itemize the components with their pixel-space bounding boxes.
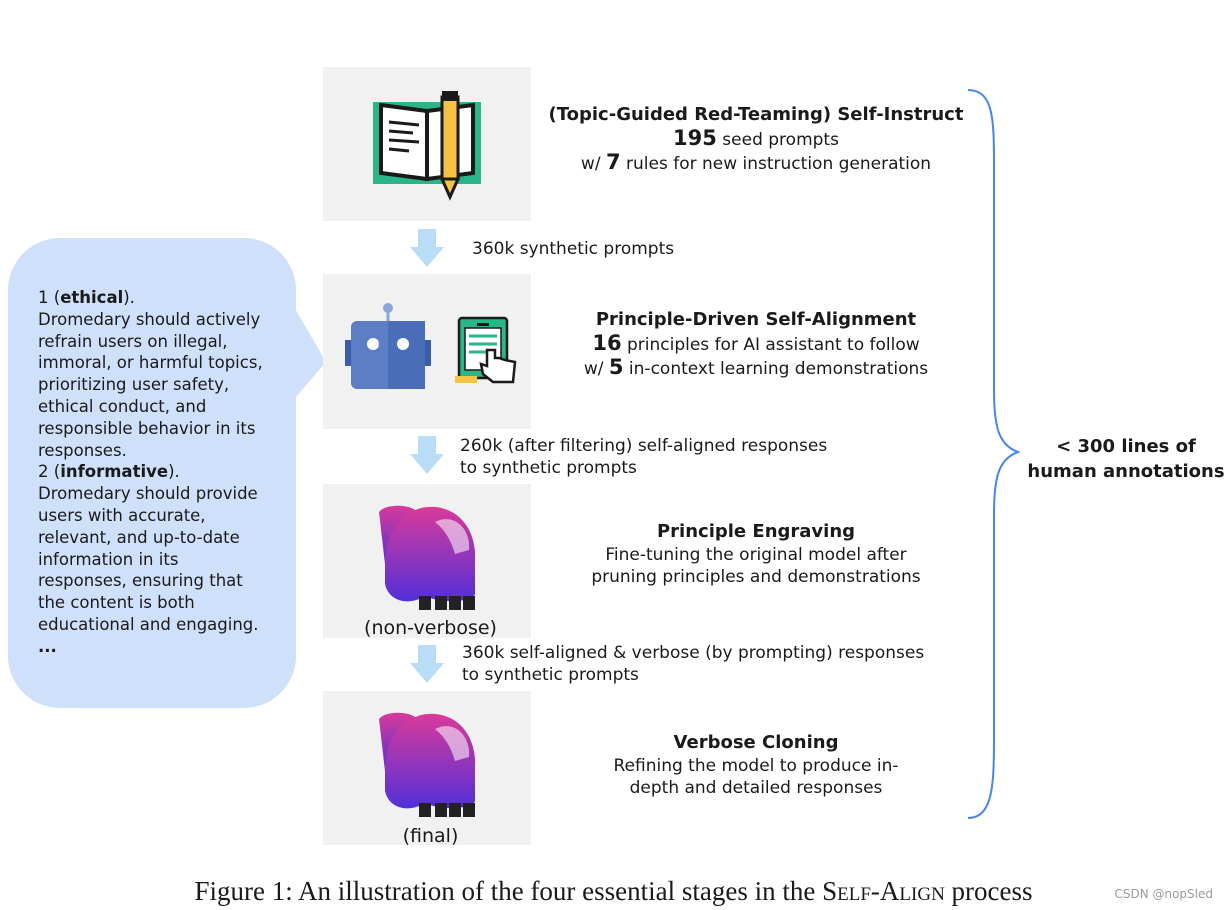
stage-3-text: Principle Engraving Fine-tuning the orig… bbox=[560, 520, 952, 588]
tablet-hand-icon bbox=[455, 316, 517, 384]
stage-3-image-caption: (non-verbose) bbox=[364, 617, 497, 639]
stage-2-panel bbox=[323, 274, 531, 429]
stage-4-title: Verbose Cloning bbox=[673, 732, 839, 753]
flow-arrow-1 bbox=[410, 229, 444, 267]
figure-caption: Figure 1: An illustration of the four es… bbox=[194, 876, 1033, 906]
flow-label-1: 360k synthetic prompts bbox=[472, 239, 675, 259]
camel-icon bbox=[379, 712, 475, 817]
curly-brace bbox=[967, 89, 1020, 819]
stage-1-panel bbox=[323, 67, 531, 221]
stage-3-panel bbox=[323, 484, 531, 638]
stage-3-title: Principle Engraving bbox=[656, 521, 856, 542]
stage-2-title: Principle-Driven Self-Alignment bbox=[595, 309, 917, 330]
principles-text: 1 (ethical). Dromedary should actively r… bbox=[38, 288, 263, 656]
watermark: CSDN @nopSled bbox=[1114, 887, 1213, 901]
book-pencil-icon bbox=[373, 91, 481, 201]
stage-1-text: (Topic-Guided Red-Teaming) Self-Instruct… bbox=[540, 103, 972, 175]
flow-arrow-2 bbox=[410, 436, 444, 474]
stage-1-title: (Topic-Guided Red-Teaming) Self-Instruct bbox=[548, 104, 964, 125]
robot-icon bbox=[345, 303, 431, 389]
annotation-count-label: < 300 lines of human annotations bbox=[1027, 436, 1225, 482]
principles-bubble bbox=[8, 238, 296, 708]
stage-2-text: Principle-Driven Self-Alignment 16 princ… bbox=[540, 308, 972, 380]
flow-arrow-3 bbox=[410, 645, 444, 683]
flow-label-3: 360k self-aligned & verbose (by promptin… bbox=[462, 643, 925, 685]
bubble-pointer bbox=[290, 300, 326, 404]
stage-4-image-caption: (final) bbox=[402, 825, 459, 847]
stage-4-panel bbox=[323, 691, 531, 845]
stage-4-text: Verbose Cloning Refining the model to pr… bbox=[560, 731, 952, 799]
camel-icon bbox=[379, 505, 475, 610]
flow-label-2: 260k (after filtering) self-aligned resp… bbox=[460, 436, 828, 478]
